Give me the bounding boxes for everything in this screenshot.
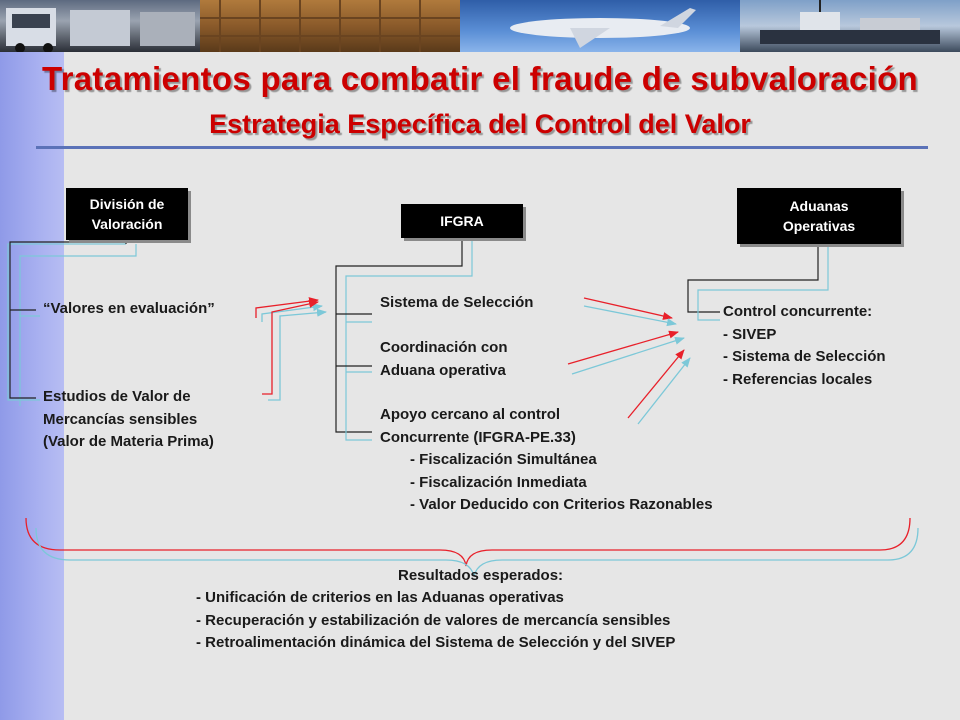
resultados-list: - Unificación de criterios en las Aduana… — [196, 587, 675, 655]
valores-evaluacion-text: “Valores en evaluación” — [43, 300, 215, 317]
resultado-item: - Unificación de criterios en las Aduana… — [196, 589, 564, 606]
ship-photo — [740, 0, 960, 52]
control-item: - Sistema de Selección — [723, 348, 886, 365]
sub-item: - Fiscalización Inmediata — [410, 473, 587, 491]
control-heading: Control concurrente: — [723, 303, 873, 320]
ifgra-box: IFGRA — [401, 204, 523, 238]
apoyo-line-1: Apoyo cercano al control — [380, 406, 561, 423]
control-item: - SIVEP — [723, 325, 777, 343]
aduanas-operativas-box: Aduanas Operativas — [737, 188, 901, 244]
ifgra-bracket — [335, 240, 473, 441]
arrows-middle-to-right — [567, 297, 691, 425]
coordinacion-line-2: Aduana operativa — [380, 361, 506, 379]
coordinacion-text: Coordinación con Aduana operativa — [380, 337, 508, 382]
division-valoracion-box: División de Valoración — [66, 188, 188, 240]
slide-title: Tratamientos para combatir el fraude de … — [42, 60, 918, 97]
estudios-line-3: (Valor de Materia Prima) — [43, 433, 214, 450]
control-concurrente-text: Control concurrente: - SIVEP - Sistema d… — [723, 301, 886, 391]
apoyo-line-2: Concurrente (IFGRA-PE.33) — [380, 428, 576, 446]
sub-item: - Fiscalización Simultánea — [410, 451, 597, 468]
estudios-line-1: Estudios de Valor de — [43, 388, 191, 405]
cargo-yard-photo — [200, 0, 460, 52]
coordinacion-line-1: Coordinación con — [380, 339, 508, 356]
division-bracket — [7, 240, 137, 406]
title-divider — [36, 146, 928, 149]
resultados-heading: Resultados esperados: — [398, 567, 564, 584]
sub-item: - Valor Deducido con Criterios Razonable… — [410, 496, 713, 513]
estudios-valor-text: Estudios de Valor de Mercancías sensible… — [43, 386, 214, 454]
trucks-photo — [0, 0, 200, 52]
sistema-seleccion-text: Sistema de Selección — [380, 294, 534, 311]
sidebar-accent — [0, 0, 64, 720]
apoyo-sub-items: - Fiscalización Simultánea - Fiscalizaci… — [410, 449, 713, 517]
header-banner — [0, 0, 960, 52]
apoyo-text: Apoyo cercano al control Concurrente (IF… — [380, 404, 576, 449]
arrows-left-to-middle — [255, 297, 327, 401]
airplane-photo — [460, 0, 740, 52]
resultado-item: - Retroalimentación dinámica del Sistema… — [196, 634, 676, 651]
results-brace — [25, 517, 919, 577]
aduanas-bracket — [687, 246, 829, 321]
control-item: - Referencias locales — [723, 370, 873, 388]
slide-subtitle: Estrategia Específica del Control del Va… — [209, 109, 751, 139]
estudios-line-2: Mercancías sensibles — [43, 410, 198, 428]
resultado-item: - Recuperación y estabilización de valor… — [196, 611, 671, 629]
